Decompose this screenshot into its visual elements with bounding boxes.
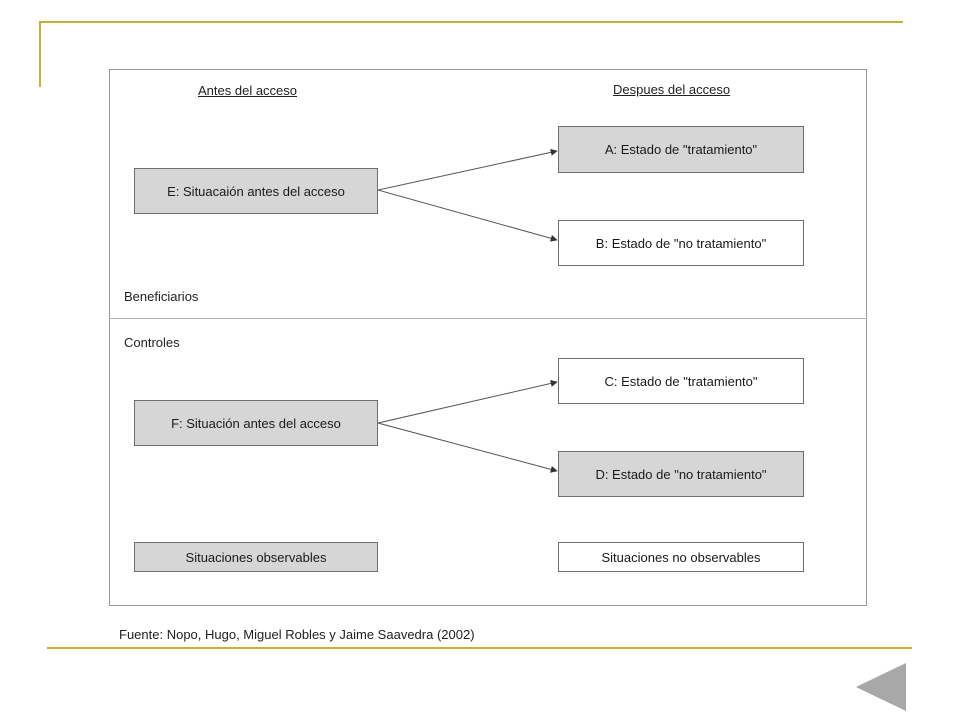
section-divider (110, 318, 867, 319)
arrow-f-to-d (377, 422, 558, 473)
arrow-e-to-b (377, 189, 558, 242)
accent-line-left (39, 21, 41, 87)
legend-unobservable: Situaciones no observables (558, 542, 804, 572)
box-c-treatment: C: Estado de "tratamiento" (558, 358, 804, 404)
box-a-treatment: A: Estado de "tratamiento" (558, 126, 804, 173)
arrow-e-to-a (377, 148, 558, 191)
arrow-f-to-c (377, 379, 558, 424)
accent-line-top (40, 21, 903, 23)
back-triangle-icon[interactable] (856, 663, 906, 711)
box-e-pre-access: E: Situacaión antes del acceso (134, 168, 378, 214)
accent-line-bottom (47, 647, 912, 649)
box-d-no-treatment: D: Estado de "no tratamiento" (558, 451, 804, 497)
section-label-beneficiaries: Beneficiarios (124, 289, 199, 304)
source-citation: Fuente: Nopo, Hugo, Miguel Robles y Jaim… (119, 627, 475, 642)
box-f-pre-access: F: Situación antes del acceso (134, 400, 378, 446)
box-b-no-treatment: B: Estado de "no tratamiento" (558, 220, 804, 266)
legend-observable: Situaciones observables (134, 542, 378, 572)
section-label-controls: Controles (124, 335, 180, 350)
header-before-access: Antes del acceso (198, 83, 298, 98)
header-after-access: Despues del acceso (613, 82, 731, 97)
